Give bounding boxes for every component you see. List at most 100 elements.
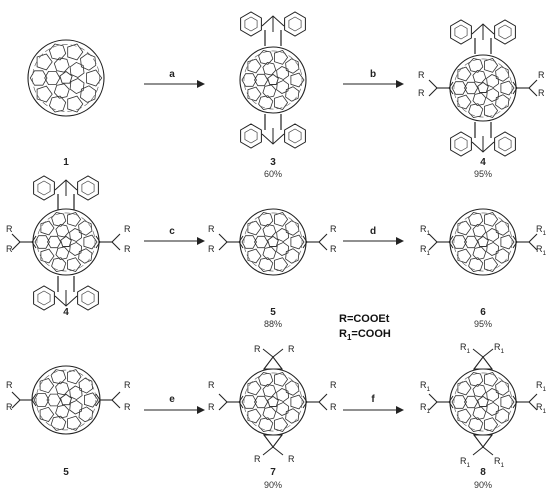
cage-ring	[55, 223, 70, 238]
cage-ring	[484, 372, 499, 387]
cage-ring	[40, 248, 55, 264]
step-label: d	[370, 226, 376, 237]
cage-ring	[80, 53, 97, 71]
cage-inner-bonds	[453, 212, 513, 272]
fullerene-cage	[27, 39, 105, 117]
phenyl-ring	[77, 175, 99, 201]
cyclopropane-bond	[31, 393, 37, 401]
cage-ring	[464, 81, 479, 95]
cyclopropane-bond	[95, 393, 101, 401]
fullerene-cage	[449, 368, 517, 436]
cage-ring	[78, 248, 93, 264]
cage-ring	[67, 369, 82, 385]
cage-ring	[486, 74, 500, 89]
cage-ring	[500, 394, 515, 410]
cage-ring	[274, 50, 289, 65]
cage-ring	[472, 383, 487, 398]
cage-ring	[83, 234, 98, 250]
cage-outline	[449, 208, 517, 276]
compound-label: 8	[480, 467, 486, 478]
cage-ring	[258, 95, 274, 110]
phenyl-inner	[81, 290, 95, 306]
r-label: R	[6, 402, 13, 412]
phenyl-inner	[37, 290, 51, 306]
addend-branch	[428, 87, 438, 97]
r1-label: R1	[494, 456, 505, 469]
cyclopropane-bond	[448, 395, 454, 403]
cage-ring	[457, 66, 472, 82]
phenyl-ring	[284, 11, 306, 37]
r1-label: R1	[536, 244, 547, 257]
malonate-addend	[428, 393, 454, 411]
addend-branch	[318, 401, 328, 411]
r1-label: R1	[536, 402, 547, 415]
malonate-addend	[512, 79, 538, 97]
r-label: R	[254, 344, 261, 354]
cyclopropane-bond	[302, 401, 308, 409]
cyclopropane-bond	[95, 235, 101, 243]
cage-inner-bonds	[243, 212, 303, 272]
r-label: R	[254, 454, 261, 464]
cage-ring	[258, 417, 274, 432]
addend-branch	[111, 241, 121, 251]
cage-ring	[39, 406, 55, 422]
cyclopropane-bond	[448, 87, 454, 95]
cage-ring	[472, 92, 487, 107]
phenyl-inner	[244, 16, 258, 32]
cage-ring	[274, 95, 289, 110]
cage-ring	[457, 380, 472, 396]
r-label: R	[288, 344, 295, 354]
anthracene-adduct	[240, 114, 306, 149]
cyclopropane-bond	[448, 235, 454, 243]
addend-branch	[218, 401, 228, 411]
addend-branch	[11, 233, 21, 243]
fullerene-cage	[449, 54, 517, 122]
cyclopropane-ring	[472, 434, 494, 448]
cage-ring	[274, 372, 289, 387]
cage-inner-bonds	[453, 372, 513, 432]
malonate-addend	[302, 233, 328, 251]
cyclopropane-bond	[31, 399, 37, 407]
cage-inner-bonds	[243, 50, 303, 110]
cage-ring	[50, 415, 67, 431]
malonate-addend	[11, 233, 37, 251]
addend-branch	[111, 233, 121, 243]
cage-ring	[258, 257, 274, 272]
cage-ring	[451, 81, 467, 95]
cyclopropane-bond	[302, 235, 308, 243]
cage-outline	[239, 208, 307, 276]
malonate-addend	[218, 393, 244, 411]
anthracene-adduct	[33, 276, 99, 311]
step-label: a	[169, 69, 175, 80]
phenyl-ring	[450, 19, 472, 45]
cage-ring	[78, 377, 94, 394]
cage-ring	[457, 248, 472, 264]
cage-ring	[254, 235, 269, 249]
compound-yield: 88%	[264, 319, 282, 329]
cage-ring	[484, 58, 499, 73]
cage-ring	[55, 381, 70, 396]
cage-ring	[276, 241, 290, 256]
cyclopropane-bond	[512, 241, 518, 249]
cage-ring	[67, 415, 82, 431]
malonate-addend	[95, 233, 121, 251]
malonate-addend	[11, 391, 37, 409]
reaction-arrows	[144, 80, 404, 414]
malonate-addend	[512, 393, 538, 411]
cage-ring	[59, 393, 73, 406]
addend-branch	[262, 446, 274, 456]
fullerene-cage	[239, 368, 307, 436]
cage-ring	[258, 372, 274, 387]
compound-yield: 60%	[264, 169, 282, 179]
phenyl-inner	[288, 16, 302, 32]
cage-ring	[472, 69, 487, 84]
cyclopropane-bond	[448, 241, 454, 249]
r-label: R	[538, 88, 545, 98]
cage-ring	[267, 235, 279, 247]
cage-ring	[67, 257, 82, 272]
addend-branch	[428, 241, 438, 251]
cage-ring	[495, 408, 510, 424]
compound-label: 5	[270, 307, 276, 318]
addend-branch	[318, 393, 328, 403]
r-label: R	[208, 380, 215, 390]
